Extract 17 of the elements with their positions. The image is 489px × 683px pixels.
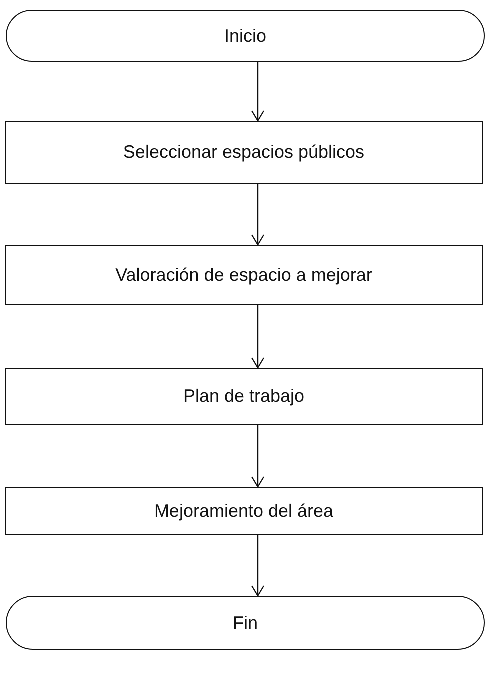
node-label: Inicio (224, 26, 267, 46)
process-box (5, 121, 483, 184)
process-box (5, 245, 483, 305)
node-label: Seleccionar espacios públicos (123, 142, 365, 163)
node-label: Fin (232, 612, 258, 634)
node-label: Mejoramiento del área (154, 500, 334, 522)
arrow (251, 184, 265, 246)
arrow (251, 535, 265, 597)
arrow (251, 305, 265, 369)
process-box (5, 368, 483, 425)
arrow (251, 425, 265, 488)
terminal-shape (6, 596, 485, 650)
terminal-shape (6, 10, 485, 62)
arrow (251, 62, 265, 122)
process-box (5, 487, 483, 535)
node-label: Plan de trabajo (183, 386, 305, 407)
node-label: Valoración de espacio a mejorar (116, 264, 372, 286)
